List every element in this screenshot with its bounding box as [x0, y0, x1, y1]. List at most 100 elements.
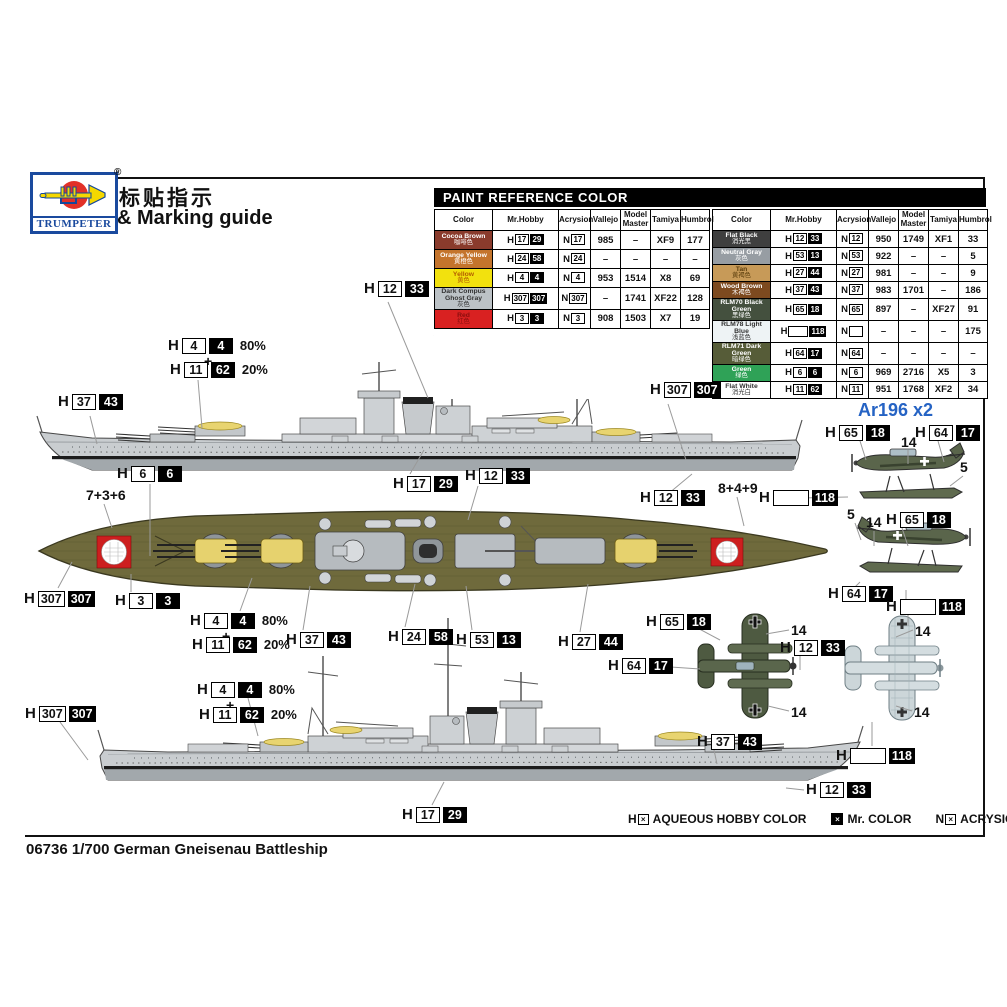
- paint-callout: H 4 4 80%: [197, 681, 295, 698]
- mr-color-number-box: 13: [496, 631, 521, 648]
- mr-color-number-box: 307: [67, 590, 95, 607]
- mr-color-number-box: 58: [428, 628, 453, 645]
- aqueous-number-box: 11: [212, 706, 237, 723]
- decal-number-note: 8+4+9: [718, 480, 758, 496]
- model-master-cell: 2716: [898, 363, 929, 382]
- paint-callout: H 11 62 20%: [192, 636, 290, 653]
- vallejo-cell: 951: [868, 380, 899, 399]
- column-header: Color: [712, 209, 771, 231]
- paint-callout: H 11 62 20%: [170, 361, 268, 378]
- model-master-cell: –: [898, 247, 929, 265]
- paint-callout: H 37 43: [697, 733, 762, 750]
- vallejo-cell: –: [590, 249, 621, 269]
- column-header: Vallejo: [868, 209, 899, 231]
- tamiya-cell: XF22: [650, 287, 681, 310]
- column-header: Acrysion: [558, 209, 593, 231]
- vallejo-cell: 908: [590, 308, 621, 329]
- decal-number-note: +: [222, 628, 230, 644]
- decal-number-note: 14: [791, 704, 807, 720]
- aqueous-number-box: 27: [571, 633, 596, 650]
- color-swatch: Orange Yellow 黄橙色: [434, 249, 493, 269]
- mr-color-number-box: 29: [433, 475, 458, 492]
- paint-callout: H 37 43: [58, 393, 123, 410]
- checkbox-icon: ×: [637, 813, 649, 825]
- model-master-cell: –: [898, 264, 929, 282]
- mr-color-number-box: 62: [232, 636, 257, 653]
- mr-color-number-box: 17: [868, 585, 893, 602]
- paint-callout: H 118: [836, 747, 916, 764]
- color-swatch: Flat Black 消光黑: [712, 230, 771, 248]
- aqueous-number-box: 65: [899, 511, 924, 528]
- aqueous-number-box: 64: [621, 657, 646, 674]
- title-chinese: 标贴指示: [119, 187, 215, 210]
- humbrol-cell: 9: [958, 264, 988, 282]
- tamiya-cell: –: [928, 247, 959, 265]
- vallejo-cell: 950: [868, 230, 899, 248]
- model-master-cell: 1514: [620, 268, 651, 288]
- paint-callout: H 12 33: [780, 639, 845, 656]
- mix-percentage: 20%: [241, 362, 268, 377]
- column-header: Humbrol: [958, 209, 992, 231]
- humbrol-cell: 19: [680, 308, 710, 329]
- mr-color-number-box: 18: [686, 613, 711, 630]
- aqueous-number-box: 6: [130, 465, 155, 482]
- color-swatch: Red 红色: [434, 308, 493, 329]
- paint-callout: H 14: [914, 704, 930, 720]
- ar196-top-view: [697, 613, 797, 719]
- paint-callout: H 12 33: [465, 467, 530, 484]
- humbrol-cell: 69: [680, 268, 710, 288]
- kit-title: 06736 1/700 German Gneisenau Battleship: [26, 841, 328, 858]
- paint-callout: H 14: [866, 514, 882, 530]
- humbrol-cell: 91: [958, 298, 988, 321]
- mr-color-number-box: 3: [155, 592, 180, 609]
- tamiya-cell: X8: [650, 268, 681, 288]
- paint-callout: H 65 18: [646, 613, 711, 630]
- paint-callout: H 14: [915, 623, 931, 639]
- right-rule: [983, 177, 985, 837]
- paint-callout: H +: [226, 697, 234, 713]
- humbrol-cell: 33: [958, 230, 988, 248]
- paint-callout: H 8+4+9: [718, 480, 758, 496]
- tamiya-cell: X5: [928, 363, 959, 382]
- paint-callout: H 307 307: [25, 705, 96, 722]
- model-master-cell: 1768: [898, 380, 929, 399]
- paint-callout: H 3 3: [115, 592, 180, 609]
- paint-callout: H 6 6: [117, 465, 182, 482]
- humbrol-cell: 175: [958, 319, 988, 343]
- model-master-cell: 1749: [898, 230, 929, 248]
- aqueous-number-box: 17: [415, 806, 440, 823]
- tamiya-cell: XF27: [928, 298, 959, 321]
- mr-color-number-box: 307: [693, 381, 721, 398]
- aqueous-number-box: [899, 598, 936, 615]
- paint-callout: H 64 17: [828, 585, 893, 602]
- tamiya-cell: XF2: [928, 380, 959, 399]
- aqueous-number-box: 65: [838, 424, 863, 441]
- top-rule: [118, 177, 985, 179]
- aqueous-number-box: 11: [183, 361, 208, 378]
- decal-number-note: 14: [915, 623, 931, 639]
- column-header: Tamiya: [650, 209, 681, 231]
- mr-color-number-box: 4: [237, 681, 262, 698]
- vallejo-cell: 983: [868, 281, 899, 299]
- paint-callout: H 12 33: [364, 280, 429, 297]
- column-header: Model Master: [898, 209, 929, 231]
- tamiya-cell: X7: [650, 308, 681, 329]
- model-master-cell: 1701: [898, 281, 929, 299]
- humbrol-cell: 3: [958, 363, 988, 382]
- color-swatch: Cocoa Brown 咖啡色: [434, 230, 493, 250]
- aqueous-number-box: 12: [819, 781, 844, 798]
